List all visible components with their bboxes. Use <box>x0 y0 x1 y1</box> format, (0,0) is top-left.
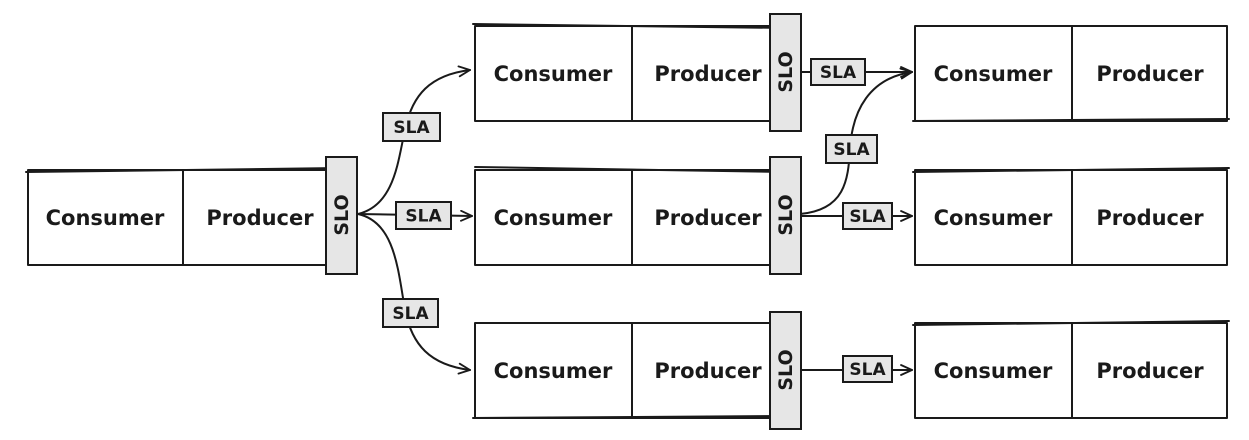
consumer-label: Consumer <box>494 359 613 383</box>
svg-text:SLA: SLA <box>849 360 886 380</box>
producer-label: Producer <box>654 359 762 383</box>
slo-tag: SLO <box>325 156 358 275</box>
service-box-f: Consumer Producer <box>912 167 1230 266</box>
svg-text:SLO: SLO <box>331 194 353 235</box>
producer-label: Producer <box>1096 206 1204 230</box>
sla-tag: SLA <box>810 58 866 86</box>
sla-tag: SLA <box>842 355 893 383</box>
sla-tag: SLA <box>395 201 452 230</box>
consumer-label: Consumer <box>934 62 1053 86</box>
sla-tag: SLA <box>842 202 893 230</box>
svg-text:SLA: SLA <box>392 304 429 324</box>
svg-text:SLO: SLO <box>775 194 797 235</box>
consumer-label: Consumer <box>494 62 613 86</box>
producer-label: Producer <box>654 62 762 86</box>
svg-text:SLA: SLA <box>849 207 886 227</box>
sla-tag: SLA <box>382 112 441 142</box>
producer-label: Producer <box>1096 359 1204 383</box>
service-box-a: Consumer Producer <box>25 167 341 266</box>
connector-a-to-d <box>357 213 471 375</box>
consumer-label: Consumer <box>46 206 165 230</box>
slo-tag: SLO <box>769 311 802 430</box>
producer-label: Producer <box>1096 62 1204 86</box>
consumer-label: Consumer <box>934 206 1053 230</box>
service-box-b: Consumer Producer <box>472 23 788 122</box>
slo-tag: SLO <box>769 13 802 132</box>
svg-text:SLA: SLA <box>820 63 857 83</box>
service-box-c: Consumer Producer <box>474 166 786 266</box>
sla-tag: SLA <box>825 134 878 164</box>
producer-label: Producer <box>206 206 314 230</box>
service-box-e: Consumer Producer <box>912 25 1230 122</box>
svg-text:SLA: SLA <box>833 140 870 160</box>
svg-text:SLA: SLA <box>405 207 442 227</box>
svg-text:SLO: SLO <box>775 349 797 390</box>
service-box-g: Consumer Producer <box>912 320 1230 419</box>
slo-tag: SLO <box>769 156 802 275</box>
sla-tag: SLA <box>382 298 439 328</box>
service-box-d: Consumer Producer <box>472 322 788 419</box>
consumer-label: Consumer <box>934 359 1053 383</box>
producer-label: Producer <box>654 206 762 230</box>
svg-text:SLA: SLA <box>393 118 430 138</box>
svg-text:SLO: SLO <box>775 51 797 92</box>
consumer-label: Consumer <box>494 206 613 230</box>
